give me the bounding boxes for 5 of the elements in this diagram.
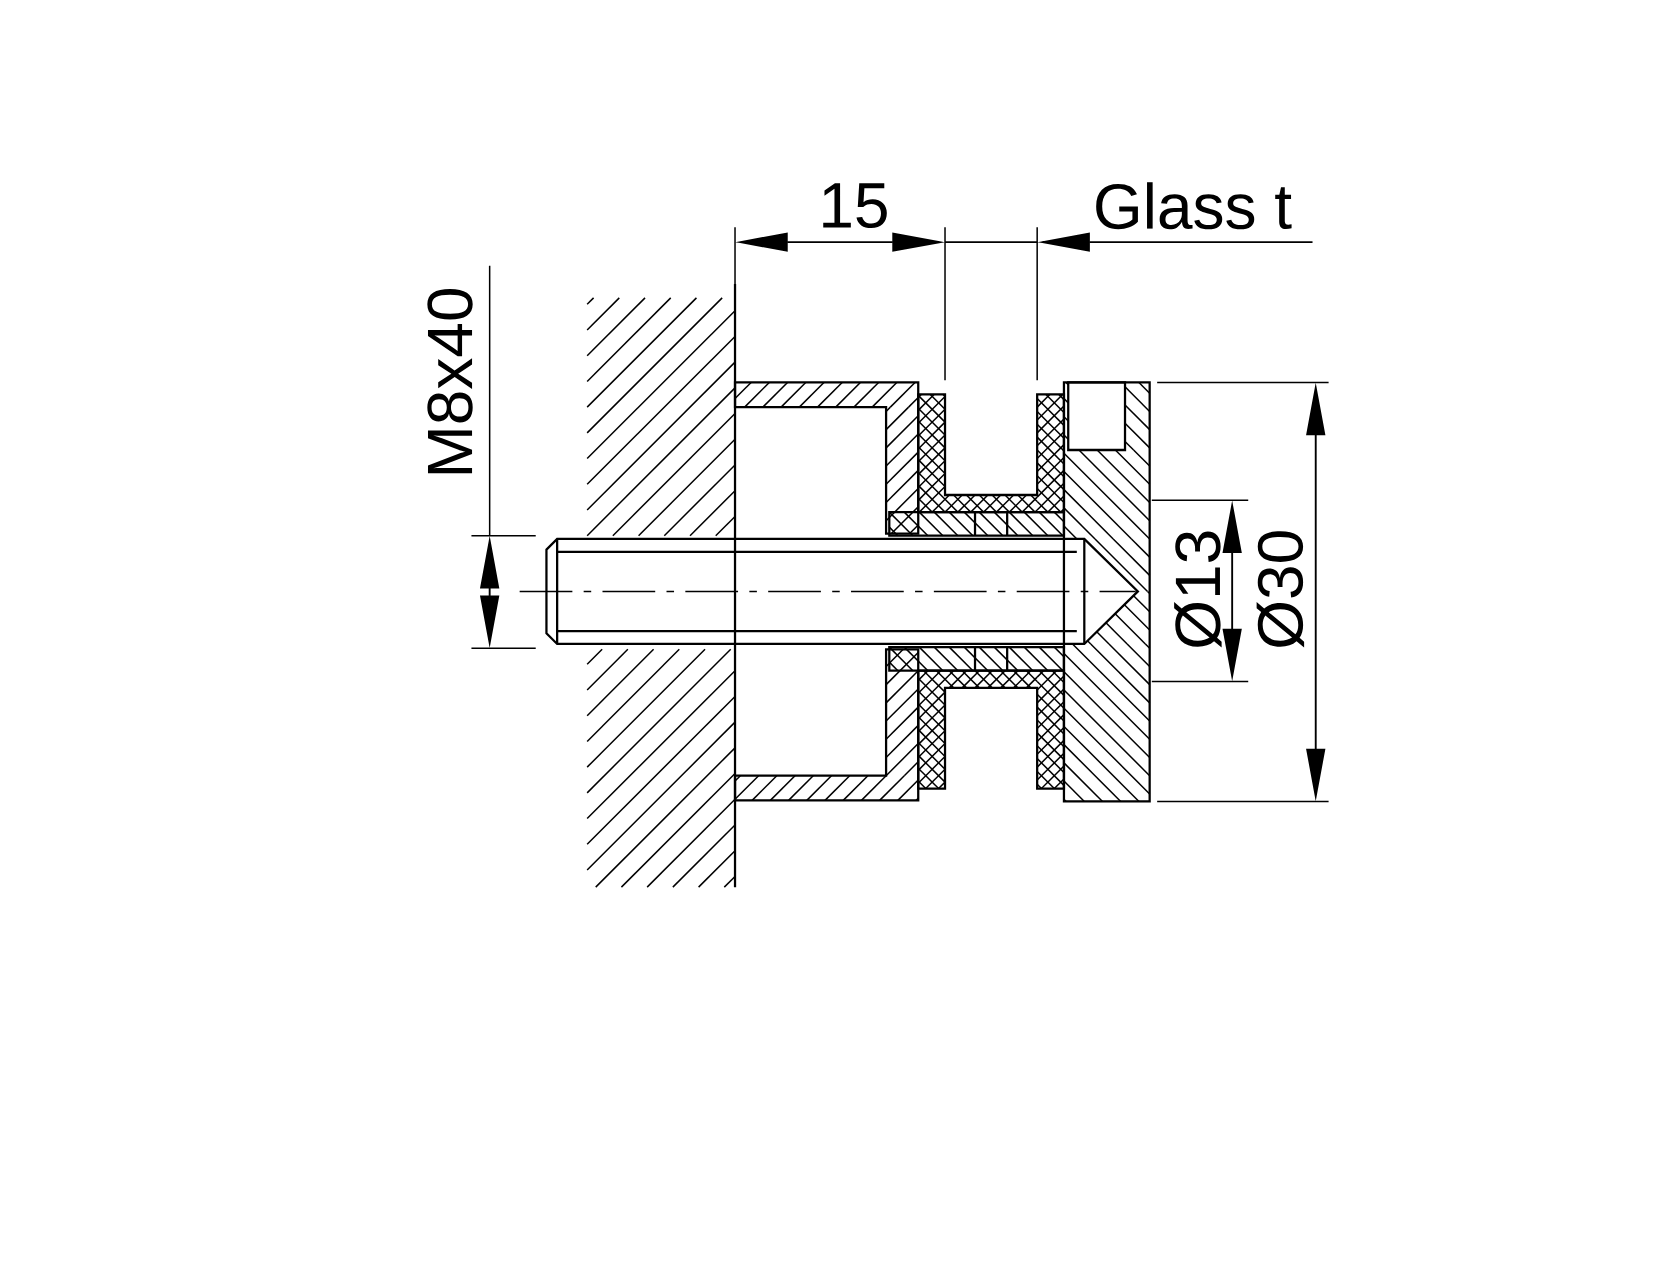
dimension-label: Glass t [1096, 182, 1292, 230]
dimension-label: Ø30 [1256, 531, 1305, 648]
dimension-label: Ø13 [1174, 531, 1222, 648]
dimension-label: M8x40 [427, 288, 473, 474]
dimension-label: 15 [823, 183, 887, 229]
